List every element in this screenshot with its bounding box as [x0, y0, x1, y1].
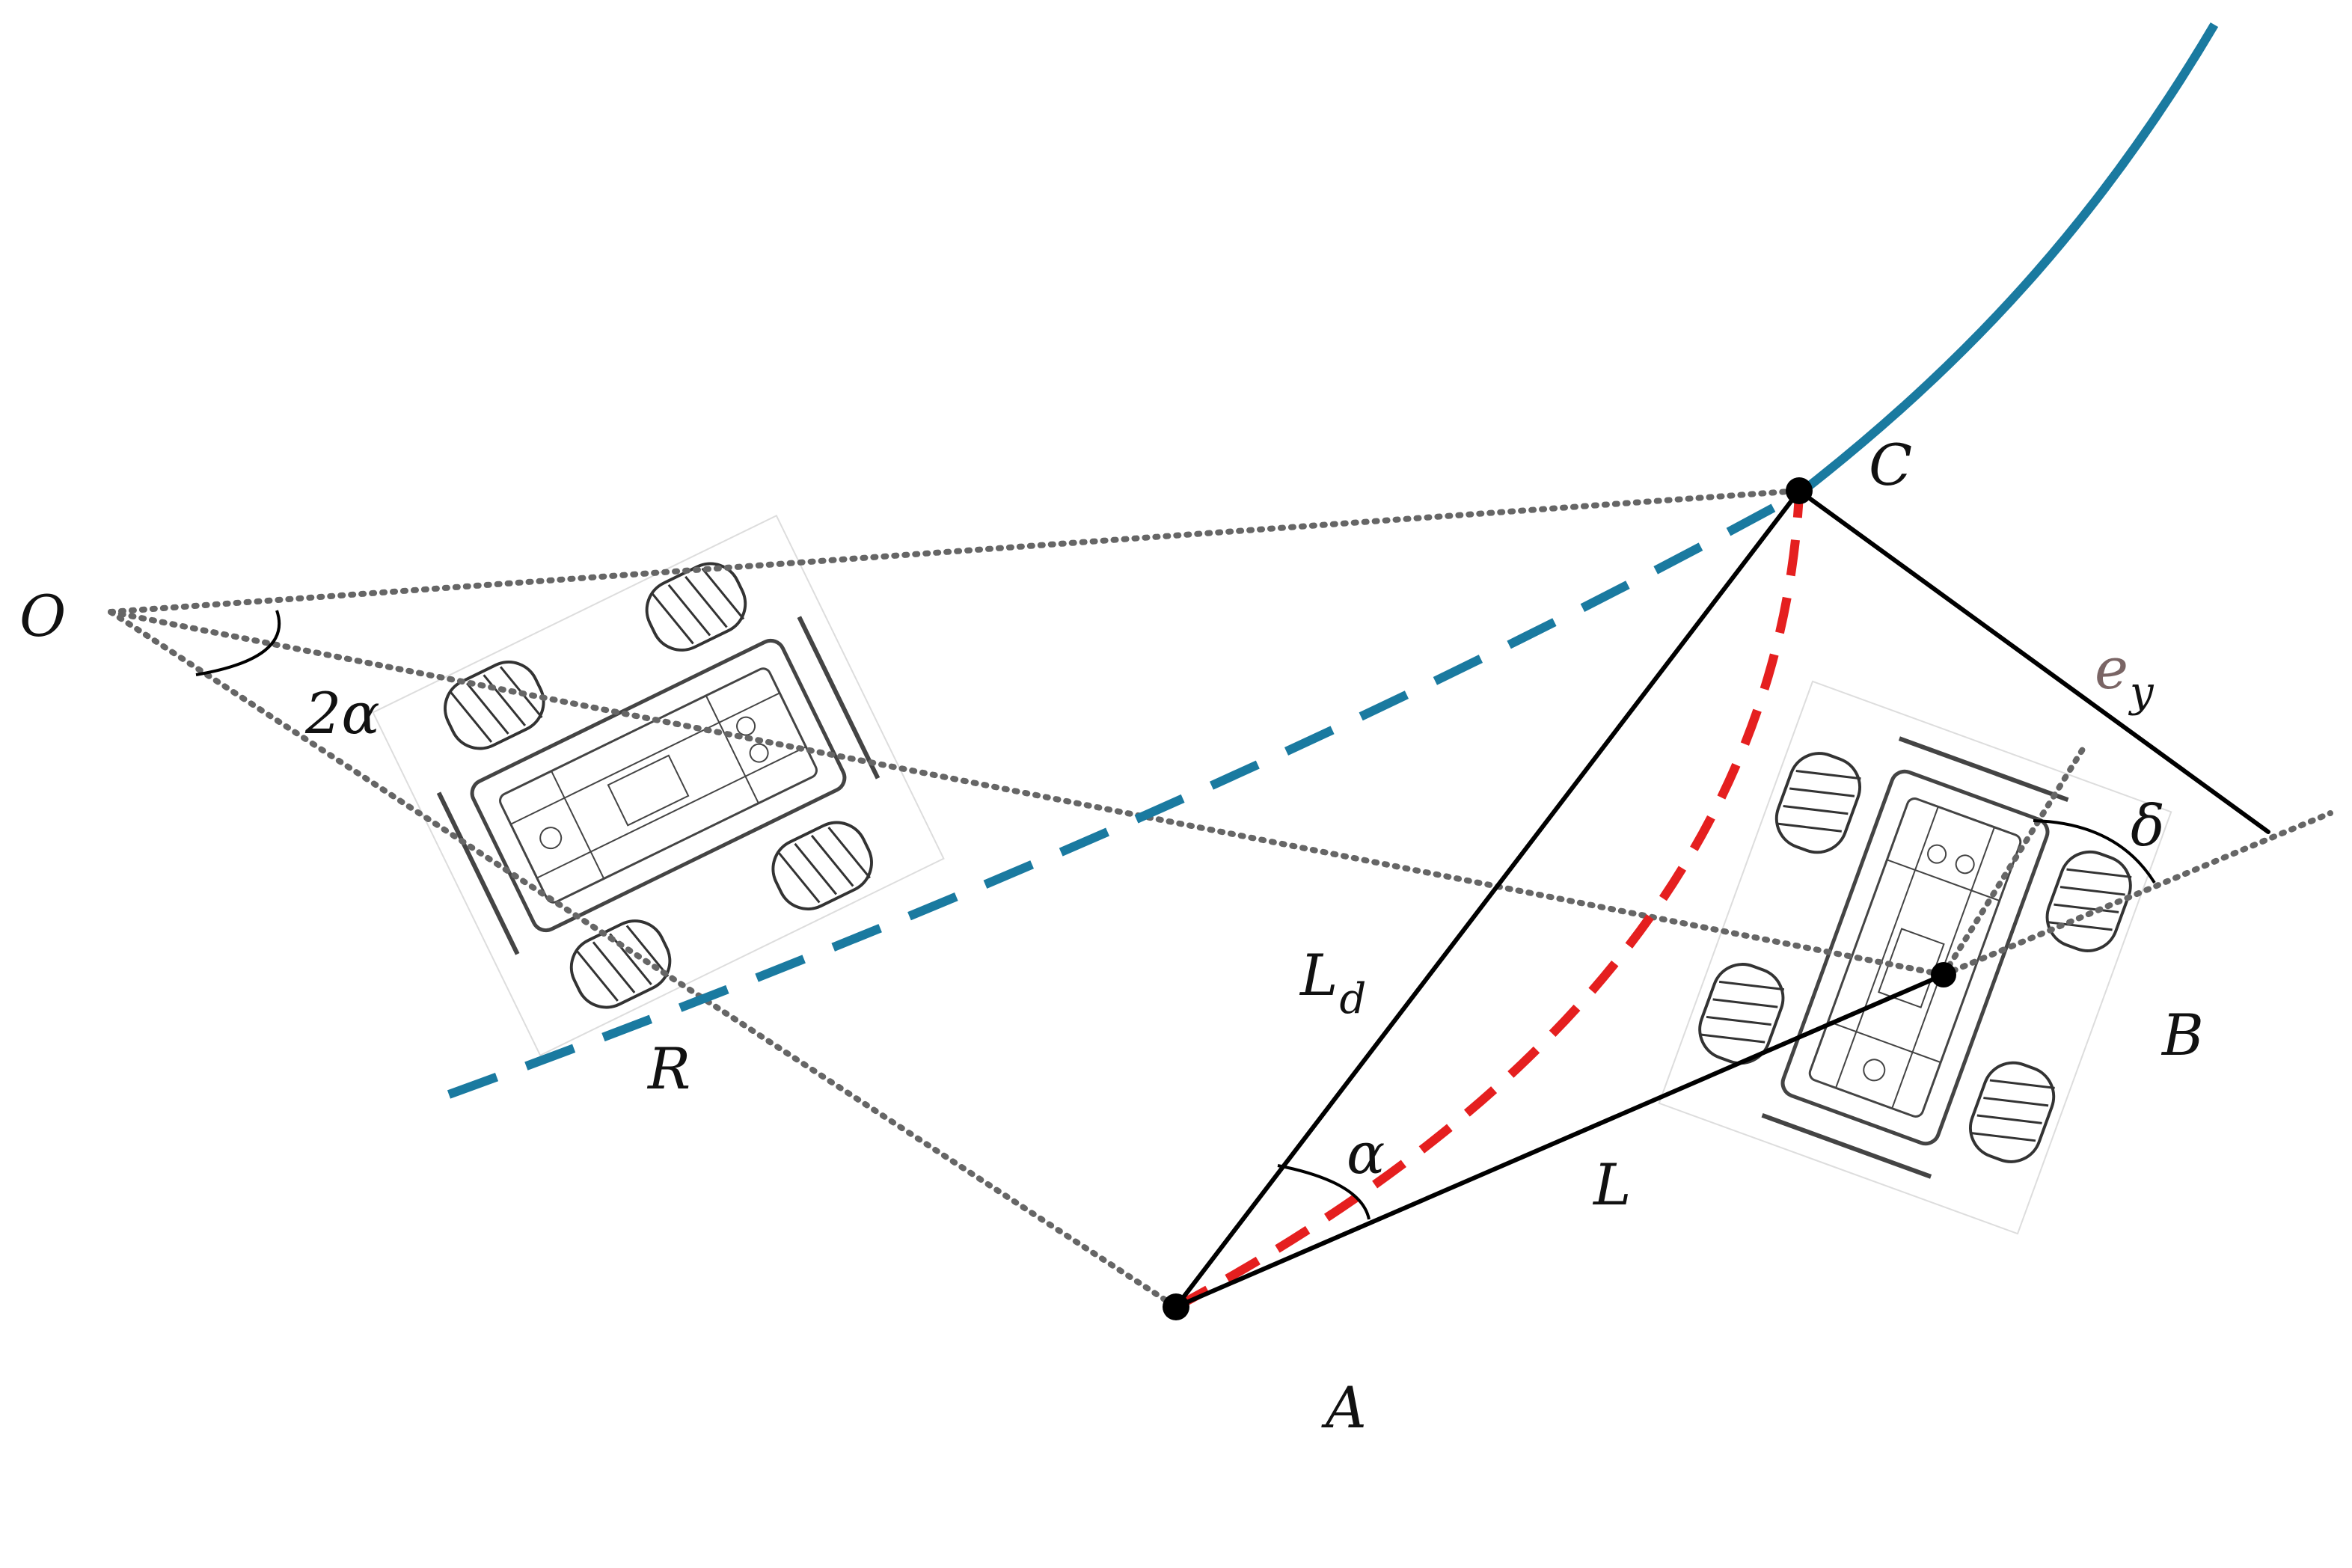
- path-dashed-segment: [447, 489, 1801, 1099]
- angle-arc-2alpha: [195, 610, 281, 676]
- label-o: O: [19, 583, 66, 649]
- dotted-line-o-b: [108, 609, 1947, 978]
- label-b: B: [2160, 1002, 2204, 1068]
- pursuit-arc: [1174, 493, 1804, 1311]
- label-c: C: [1869, 432, 1912, 498]
- wheelbase-line-l: [1174, 973, 1946, 1309]
- label-lookahead-distance: Ld: [1299, 942, 1366, 1023]
- rover-a-icon: [373, 515, 944, 1055]
- angle-arc-alpha: [1277, 1164, 1371, 1220]
- point-c: [1786, 477, 1813, 504]
- label-delta: δ: [2131, 792, 2165, 859]
- label-alpha: α: [1347, 1120, 1385, 1186]
- label-l: L: [1592, 1151, 1631, 1218]
- dotted-line-o-c: [108, 488, 1802, 615]
- heading-line-b: [1941, 810, 2333, 978]
- point-b: [1931, 962, 1956, 987]
- label-r: R: [646, 1035, 690, 1102]
- axle-line-b: [1941, 745, 2086, 978]
- error-line-ey: [1797, 489, 2270, 834]
- lookahead-line-ld: [1174, 489, 1801, 1309]
- rover-b-icon: [1659, 682, 2171, 1234]
- label-cross-track-error: ey: [2095, 635, 2155, 717]
- label-a: A: [1321, 1374, 1367, 1441]
- label-two-alpha: 2α: [304, 680, 380, 747]
- angle-arc-delta: [2033, 819, 2156, 884]
- path-solid-segment: [1796, 22, 2219, 497]
- point-a: [1163, 1293, 1189, 1320]
- radius-line-r: [108, 609, 1179, 1310]
